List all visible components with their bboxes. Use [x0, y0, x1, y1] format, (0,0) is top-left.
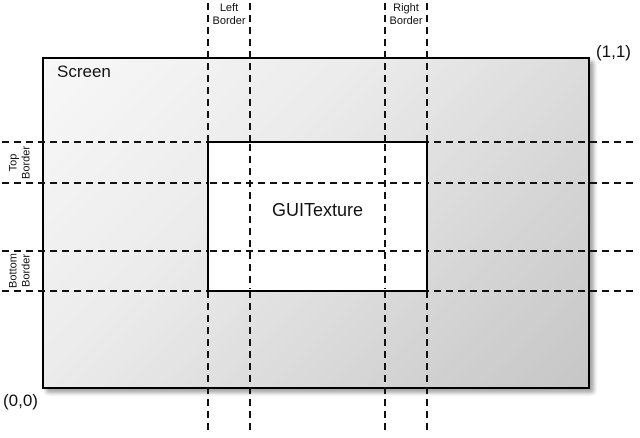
- bottom-border-inset-line-overlay: [210, 250, 425, 252]
- bottom-border-label: Bottom Border: [7, 253, 33, 288]
- right-border-label: Right Border: [389, 2, 423, 27]
- screen-label: Screen: [57, 62, 111, 81]
- coord-origin-label: (0,0): [3, 391, 38, 410]
- left-border-inset-line-overlay: [249, 144, 251, 289]
- top-border-label: Top Border: [7, 145, 33, 180]
- coord-top-right-label: (1,1): [596, 42, 631, 61]
- left-border-label: Left Border: [212, 2, 246, 27]
- top-border-inset-line-overlay: [210, 182, 425, 184]
- guitexture-rect: [207, 141, 428, 292]
- right-border-inset-line-overlay: [384, 144, 386, 289]
